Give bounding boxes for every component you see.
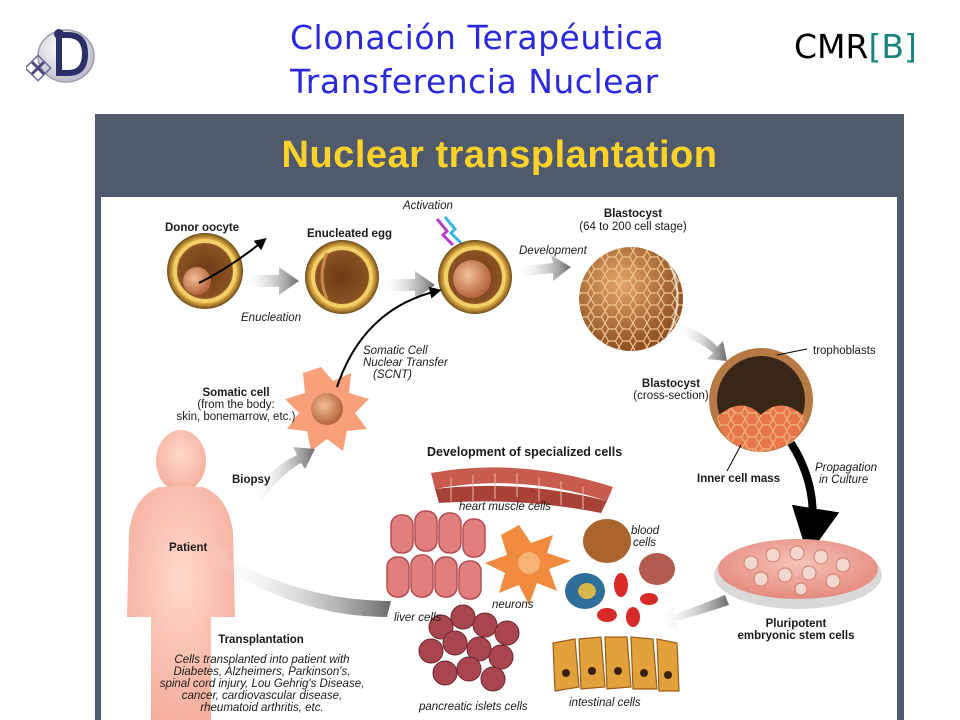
activated-egg	[435, 216, 512, 314]
label-biopsy: Biopsy	[232, 474, 271, 486]
propagation-arrow	[787, 440, 840, 556]
label-neurons: neurons	[492, 599, 534, 611]
label-intestinal-cells: intestinal cells	[569, 697, 641, 709]
label-somatic-transfer-1: Somatic Cell	[363, 345, 428, 357]
diagram-art	[127, 216, 882, 720]
label-pluripotent-2: embryonic stem cells	[737, 630, 855, 642]
brand-prefix: CMR	[794, 27, 869, 66]
scnt-arrow	[336, 286, 442, 388]
heart-muscle-cells	[431, 467, 613, 513]
label-somatic-cell: Somatic cell	[202, 387, 270, 399]
label-patient: Patient	[169, 542, 208, 554]
label-transplantation: Transplantation	[218, 634, 304, 646]
disability-logo-icon	[26, 29, 95, 83]
label-somatic-from-2: skin, bonemarrow, etc.)	[176, 411, 296, 423]
slide-title-line-2: Transferencia Nuclear	[290, 62, 659, 101]
liver-cells	[386, 510, 486, 600]
label-blastocyst-stage: (64 to 200 cell stage)	[579, 221, 687, 233]
label-transplant-desc-2: Diabetes, Alzheimers, Parkinson's,	[173, 666, 351, 678]
biopsy-arrow	[251, 447, 315, 503]
pancreatic-islets-cells	[418, 604, 520, 692]
label-heart-muscle-cells: heart muscle cells	[459, 501, 552, 513]
label-blastocyst-cross-sub: (cross-section)	[633, 390, 709, 402]
enucleated-egg	[305, 240, 379, 314]
neurons	[485, 525, 571, 605]
differentiation-arrow	[655, 595, 729, 629]
label-transplant-desc-3: spinal cord injury, Lou Gehrig's Disease…	[159, 678, 365, 690]
petri-dish	[714, 539, 882, 609]
label-transplant-desc-1: Cells transplanted into patient with	[174, 654, 350, 666]
transplantation-arrow	[205, 549, 391, 617]
label-somatic-transfer-3: (SCNT)	[373, 369, 412, 381]
figure-heading: Nuclear transplantation	[281, 134, 718, 176]
label-inner-cell-mass: Inner cell mass	[697, 473, 781, 485]
label-trophoblasts: trophoblasts	[813, 345, 876, 357]
label-propagation-1: Propagation	[815, 462, 878, 474]
nuclear-transplantation-diagram: Donor oocyte Enucleated egg Activation E…	[101, 197, 897, 720]
label-somatic-from-1: (from the body:	[197, 399, 275, 411]
brand-label: CMR[B]	[794, 27, 917, 66]
intestinal-cells	[552, 636, 680, 692]
slide-title: Clonación Terapéutica Transferencia Nucl…	[290, 16, 710, 104]
label-somatic-transfer-2: Nuclear Transfer	[363, 357, 448, 369]
label-donor-oocyte: Donor oocyte	[165, 222, 240, 234]
blastocyst	[579, 247, 683, 351]
blood-cells	[565, 519, 675, 627]
label-enucleation: Enucleation	[241, 312, 302, 324]
blastocyst-cross-section	[709, 348, 813, 472]
label-enucleated-egg: Enucleated egg	[307, 228, 392, 240]
slide-title-line-1: Clonación Terapéutica	[290, 18, 665, 57]
label-blastocyst-cross: Blastocyst	[641, 378, 701, 390]
brand-bracket: [B]	[868, 27, 917, 66]
label-transplant-desc-4: cancer, cardiovascular disease,	[181, 690, 343, 702]
label-transplant-desc-5: rheumatoid arthritis, etc.	[200, 702, 324, 714]
donor-oocyte	[167, 233, 267, 309]
somatic-cell	[285, 367, 369, 451]
patient-silhouette	[127, 430, 235, 720]
label-blood-cells-1: blood	[631, 525, 660, 537]
label-propagation-2: in Culture	[819, 474, 869, 486]
label-development: Development	[519, 245, 587, 257]
label-activation: Activation	[403, 200, 453, 212]
label-blastocyst: Blastocyst	[603, 208, 663, 220]
label-development-specialized: Development of specialized cells	[427, 445, 623, 459]
label-pancreatic-islets-cells: pancreatic islets cells	[419, 701, 528, 713]
label-blood-cells-2: cells	[633, 537, 657, 549]
label-pluripotent-1: Pluripotent	[765, 618, 827, 630]
process-arrows-top	[241, 255, 727, 361]
label-liver-cells: liver cells	[394, 612, 442, 624]
